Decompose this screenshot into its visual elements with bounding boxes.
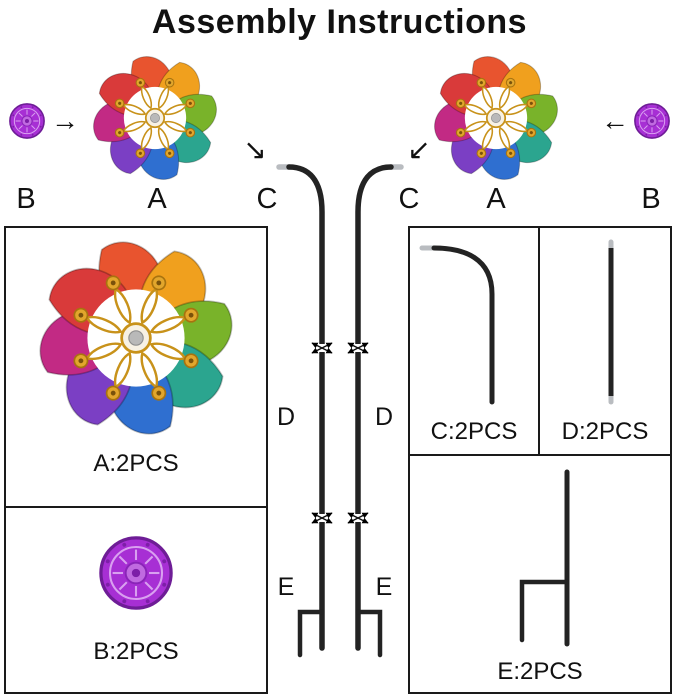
stake-fork-prong bbox=[519, 579, 570, 643]
stake-shaft bbox=[431, 245, 495, 405]
part-e-panel: E:2PCS bbox=[408, 454, 672, 694]
arrow-left-icon: ← bbox=[601, 105, 629, 136]
label-part-e-right: E bbox=[375, 573, 393, 601]
flower-spinner-part-a-large bbox=[38, 240, 234, 436]
part-e-label: E:2PCS bbox=[497, 658, 583, 685]
part-a-label: A:2PCS bbox=[93, 450, 179, 477]
label-part-d-left: D bbox=[276, 403, 296, 431]
label-part-c-right: C bbox=[398, 183, 420, 215]
joint-connect-marks bbox=[311, 342, 369, 524]
parts-c-d-panel: C:2PCS D:2PCS bbox=[408, 226, 672, 456]
arrow-down-right-icon: ↘ bbox=[243, 134, 267, 165]
pole-ground-forks bbox=[297, 609, 383, 658]
label-part-e-left: E bbox=[277, 573, 295, 601]
purple-cap-part-b-left bbox=[9, 103, 45, 139]
flower-spinner-part-a-left bbox=[92, 55, 218, 181]
page-title: Assembly Instructions bbox=[151, 3, 528, 41]
pole-shafts bbox=[286, 164, 394, 651]
curved-stake-part-c bbox=[419, 245, 495, 405]
label-part-b-right: B bbox=[641, 183, 661, 215]
purple-cap-part-b-right bbox=[634, 103, 670, 139]
part-b-cell: B:2PCS bbox=[6, 508, 266, 692]
ground-stake-part-e bbox=[519, 469, 570, 647]
arrow-down-left-icon: ↙ bbox=[407, 134, 431, 165]
part-d-cell: D:2PCS bbox=[540, 228, 670, 454]
part-c-label: C:2PCS bbox=[430, 418, 518, 445]
purple-cap-part-b-large bbox=[99, 536, 173, 610]
part-b-label: B:2PCS bbox=[93, 638, 179, 665]
straight-pole-part-d bbox=[608, 239, 614, 405]
flower-spinner-part-a-right bbox=[433, 55, 559, 181]
label-part-d-right: D bbox=[374, 403, 394, 431]
arrow-right-icon: → bbox=[51, 105, 79, 136]
label-part-c-left: C bbox=[256, 183, 278, 215]
part-a-cell: A:2PCS bbox=[6, 228, 266, 508]
parts-a-b-panel: A:2PCS B:2PCS bbox=[4, 226, 268, 694]
joint-gaps bbox=[318, 344, 362, 522]
label-part-b-left: B bbox=[16, 183, 36, 215]
part-c-cell: C:2PCS bbox=[410, 228, 540, 454]
center-poles-assembly bbox=[276, 164, 404, 658]
label-part-a-right: A bbox=[486, 183, 506, 215]
part-d-label: D:2PCS bbox=[561, 418, 649, 445]
label-part-a-left: A bbox=[147, 183, 167, 215]
